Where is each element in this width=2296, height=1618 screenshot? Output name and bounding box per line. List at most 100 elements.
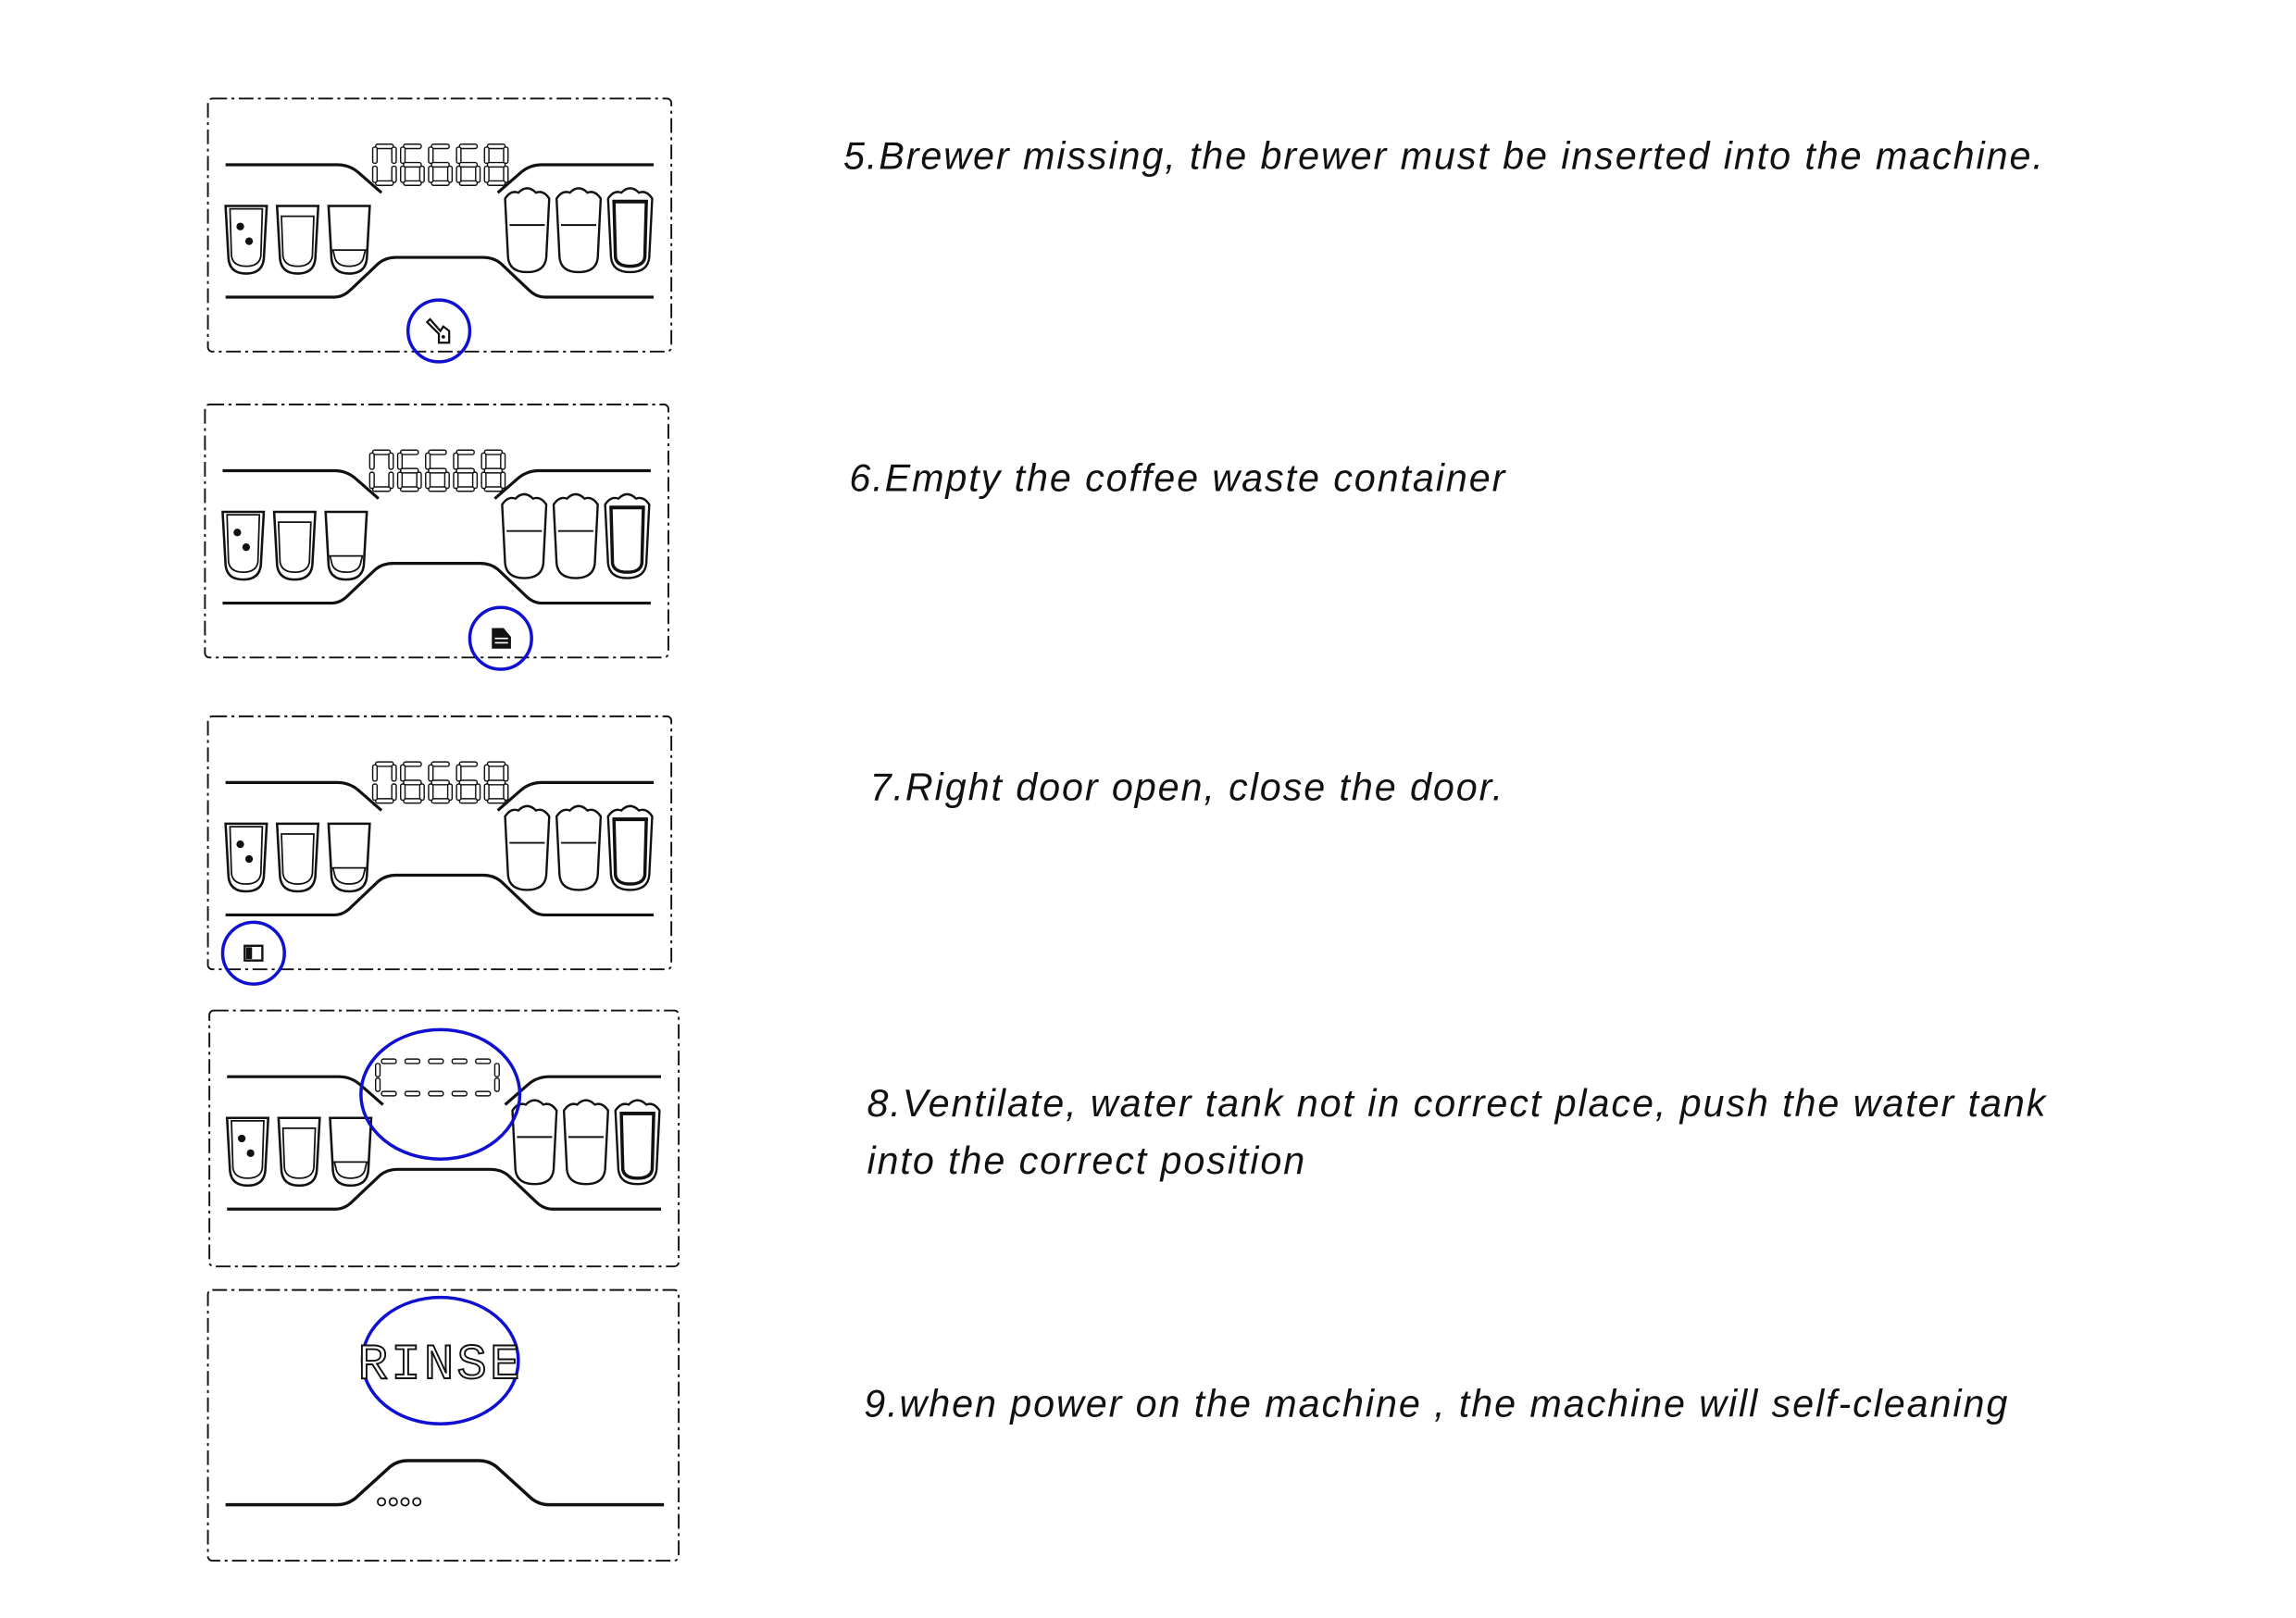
- cup-fill: [609, 505, 645, 574]
- lcd-segment: [483, 165, 490, 183]
- lcd-segment: [430, 143, 450, 150]
- lcd-segment: [483, 783, 490, 802]
- lcd-display-counter: [371, 143, 509, 186]
- door-icon: [243, 944, 264, 962]
- divider-line: [496, 163, 655, 194]
- lcd-segment: [400, 165, 406, 183]
- lcd-segment: [486, 161, 506, 168]
- cup-level: [331, 249, 367, 268]
- lcd-segment: [428, 783, 434, 802]
- espresso-cup-icon: [324, 510, 368, 581]
- espresso-cup-icon: [221, 510, 266, 581]
- lcd-segment: [428, 449, 447, 455]
- lcd-segment: [455, 467, 475, 474]
- progress-dot: [377, 1497, 387, 1507]
- cup-level: [331, 866, 367, 885]
- cup-level: [281, 833, 315, 885]
- milk-cup-icon: [504, 804, 551, 891]
- lcd-segment: [486, 779, 506, 786]
- lcd-segment: [455, 783, 462, 802]
- lcd-segment: [403, 779, 422, 786]
- instruction-6: 6.Empty the coffee waste container: [849, 457, 1506, 500]
- cup-level: [329, 554, 364, 574]
- divider-line: [504, 1075, 662, 1106]
- cup-level: [229, 207, 264, 268]
- lcd-segment: [425, 452, 431, 470]
- drop-icon: [233, 529, 242, 537]
- door-panel: [245, 947, 253, 960]
- panel-border: [206, 1288, 680, 1562]
- lcd-panel-8: [208, 1009, 680, 1268]
- lcd-segment: [503, 146, 509, 165]
- cup-level: [277, 521, 312, 574]
- lcd-segment: [475, 783, 481, 802]
- lcd-segment: [503, 783, 509, 802]
- lcd-segment: [428, 467, 447, 474]
- lcd-panel-6: [204, 404, 669, 671]
- cup-level: [231, 1120, 265, 1179]
- lcd-segment: [388, 452, 394, 470]
- espresso-cup-icon: [275, 205, 320, 275]
- lcd-segment: [371, 165, 379, 183]
- progress-dot: [400, 1497, 410, 1507]
- lcd-segment: [446, 783, 454, 802]
- lcd-segment: [400, 146, 406, 165]
- lcd-segment: [391, 165, 397, 183]
- cup-level: [281, 1126, 317, 1179]
- cup-level: [229, 826, 264, 885]
- lcd-display-counter: [371, 761, 509, 804]
- lcd-panel-5: [206, 97, 673, 364]
- lcd-segment: [418, 783, 425, 802]
- drop-icon: [242, 543, 251, 552]
- lcd-segment: [400, 486, 419, 492]
- lcd-segment: [486, 180, 506, 186]
- divider-line: [222, 562, 651, 605]
- lcd-segment: [428, 486, 447, 492]
- espresso-cup-icon: [277, 1116, 321, 1188]
- lcd-segment: [451, 1090, 468, 1097]
- lcd-segment: [404, 1058, 421, 1064]
- cup-level: [333, 1161, 368, 1179]
- lcd-segment: [371, 486, 392, 492]
- lcd-segment: [483, 486, 504, 492]
- lcd-segment: [368, 452, 375, 470]
- espresso-cup-icon: [224, 205, 268, 275]
- lcd-segment: [375, 798, 394, 804]
- divider-line: [225, 163, 383, 194]
- lcd-segment: [486, 143, 506, 150]
- drop-icon: [244, 854, 254, 864]
- lcd-panel-7: [206, 715, 673, 986]
- cup-level: [226, 514, 261, 574]
- panel-border: [206, 715, 673, 971]
- highlight-circle: [468, 605, 533, 671]
- milk-cup-icon: [604, 492, 651, 579]
- lcd-segment: [480, 471, 487, 490]
- lcd-segment: [375, 1063, 381, 1077]
- lcd-segment: [381, 1090, 397, 1097]
- highlight-ellipse: [359, 1027, 522, 1161]
- divider-line: [222, 468, 380, 500]
- lcd-segment: [455, 764, 462, 782]
- progress-dot: [388, 1497, 398, 1507]
- lcd-segment: [403, 161, 422, 168]
- lcd-segment: [483, 467, 504, 474]
- lcd-segment: [458, 798, 479, 804]
- drop-icon: [236, 840, 244, 849]
- lcd-segment: [483, 764, 490, 782]
- lcd-segment: [428, 165, 434, 183]
- lcd-panel-9: [206, 1288, 680, 1562]
- drop-icon: [244, 237, 254, 245]
- lcd-segment: [400, 783, 406, 802]
- lcd-segment: [503, 165, 509, 183]
- lcd-segment: [396, 471, 404, 490]
- lcd-display-dashes: [375, 1058, 500, 1097]
- lcd-segment: [396, 452, 404, 470]
- lcd-segment: [375, 1077, 381, 1092]
- divider-line: [227, 1075, 384, 1106]
- lcd-segment: [451, 1058, 468, 1064]
- lcd-segment: [428, 764, 434, 782]
- lcd-segment: [428, 146, 434, 165]
- instruction-5: 5.Brewer missing, the brewer must be ins…: [843, 135, 2045, 178]
- lcd-segment: [403, 761, 422, 767]
- lcd-segment: [483, 449, 504, 455]
